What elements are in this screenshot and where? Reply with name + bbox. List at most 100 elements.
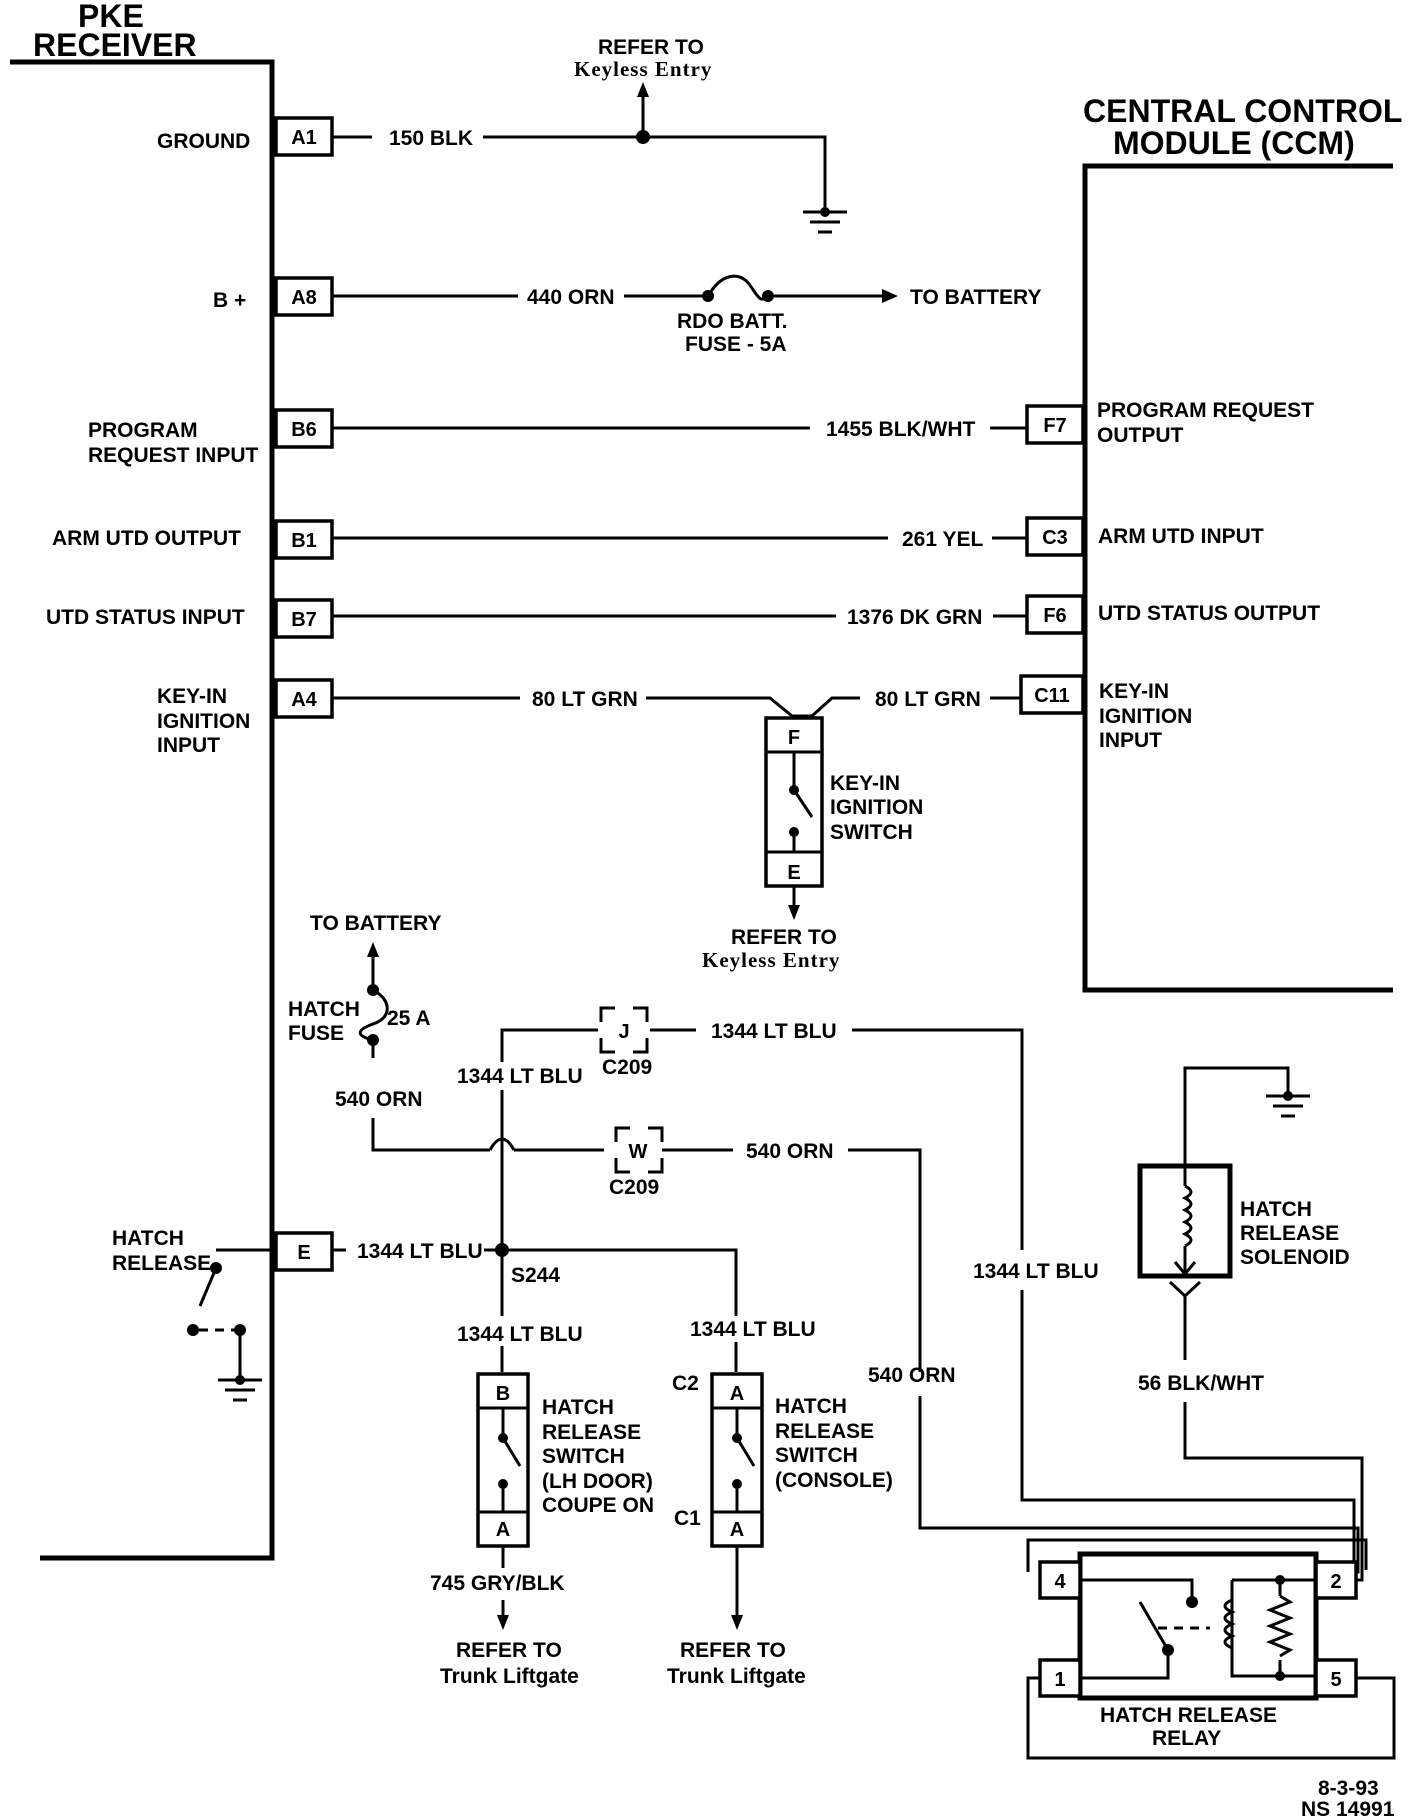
wire-1344-console-label: 1344 LT BLU xyxy=(690,1318,816,1341)
keyin-circuit: 80 LT GRN 80 LT GRN F E KEY-IN IGNITION … xyxy=(332,688,1021,972)
pke-program-label-1: PROGRAM xyxy=(88,419,198,442)
pin-f6: F6 xyxy=(1043,605,1066,627)
console-pin-a-bottom: A xyxy=(730,1519,744,1541)
wire-56-label: 56 BLK/WHT xyxy=(1138,1372,1264,1395)
pin-b1: B1 xyxy=(291,530,317,552)
arm-utd-circuit: 261 YEL xyxy=(332,528,1027,551)
ccm-program-label-1: PROGRAM REQUEST xyxy=(1097,399,1314,422)
console-c1-label: C1 xyxy=(674,1507,701,1530)
ccm-arm-label: ARM UTD INPUT xyxy=(1098,525,1264,548)
refer-trunk-2: REFER TO xyxy=(680,1639,786,1662)
console-switch-label-1: HATCH xyxy=(775,1395,847,1418)
refer-trunk-1: REFER TO xyxy=(456,1639,562,1662)
hatch-fuse-label-2: FUSE xyxy=(288,1022,344,1045)
relay-pin-4: 4 xyxy=(1054,1571,1066,1593)
keyin-pin-e: E xyxy=(787,862,800,884)
pke-hatch-label-1: HATCH xyxy=(112,1227,184,1250)
wire-745-label: 745 GRY/BLK xyxy=(430,1572,565,1595)
ccm-utd-label: UTD STATUS OUTPUT xyxy=(1098,602,1320,625)
pin-c11: C11 xyxy=(1034,685,1070,707)
console-switch-label-2: RELEASE xyxy=(775,1420,874,1443)
utd-status-circuit: 1376 DK GRN xyxy=(332,606,1027,629)
wire-261-label: 261 YEL xyxy=(902,528,984,551)
s244-label: S244 xyxy=(511,1264,560,1287)
lh-switch-label-5: COUPE ON xyxy=(542,1494,654,1517)
hatch-release-relay: 4 2 1 5 HATCH RELEASE RELAY xyxy=(1026,1538,1396,1760)
hatch-fuse-circuit: TO BATTERY HATCH FUSE 25 A 540 ORN W C20… xyxy=(288,912,1360,1574)
relay-pin-1: 1 xyxy=(1054,1669,1065,1691)
c209-j-label: C209 xyxy=(602,1056,652,1079)
pin-f7: F7 xyxy=(1043,415,1066,437)
wire-1455-label: 1455 BLK/WHT xyxy=(826,418,976,441)
relay-pin-2: 2 xyxy=(1330,1571,1341,1593)
ccm-keyin-label-3: INPUT xyxy=(1099,729,1162,752)
battery-circuit: 440 ORN TO BATTERY RDO BATT. FUSE - 5A xyxy=(332,274,1041,356)
lh-switch-label-4: (LH DOOR) xyxy=(542,1470,653,1493)
hatch-release-solenoid: HATCH RELEASE SOLENOID 56 BLK/WHT xyxy=(1137,1066,1364,1582)
ccm-keyin-label-1: KEY-IN xyxy=(1099,680,1169,703)
pin-a1: A1 xyxy=(291,127,317,149)
pke-title-line1: PKE xyxy=(78,0,144,34)
solenoid-label-3: SOLENOID xyxy=(1240,1246,1350,1269)
pke-program-label-2: REQUEST INPUT xyxy=(88,444,259,467)
lh-switch-label-2: RELEASE xyxy=(542,1421,641,1444)
conn-j-label: J xyxy=(618,1021,629,1043)
to-battery-2: TO BATTERY xyxy=(310,912,441,935)
solenoid-label-1: HATCH xyxy=(1240,1198,1312,1221)
pke-keyin-label-1: KEY-IN xyxy=(157,685,227,708)
relay-label-2: RELAY xyxy=(1152,1727,1221,1750)
refer-to-mid: REFER TO xyxy=(731,926,837,949)
keyless-entry-top: Keyless Entry xyxy=(574,57,712,81)
to-battery-1: TO BATTERY xyxy=(910,286,1041,309)
lh-switch-label-1: HATCH xyxy=(542,1396,614,1419)
trunk-liftgate-2: Trunk Liftgate xyxy=(667,1665,806,1688)
wire-1376-label: 1376 DK GRN xyxy=(847,606,982,629)
relay-label-1: HATCH RELEASE xyxy=(1100,1704,1277,1727)
lh-switch-label-3: SWITCH xyxy=(542,1445,625,1468)
pke-ground-label: GROUND xyxy=(157,130,250,153)
pke-pins: A1 A8 B6 B1 B7 A4 E xyxy=(274,116,334,1272)
wire-80-left-label: 80 LT GRN xyxy=(532,688,638,711)
refer-to-top: REFER TO xyxy=(598,36,704,59)
footer-date: 8-3-93 xyxy=(1318,1777,1379,1800)
pke-hatch-switch xyxy=(187,1248,276,1402)
ground-circuit: 150 BLK REFER TO Keyless Entry xyxy=(332,36,847,234)
program-request-circuit: 1455 BLK/WHT xyxy=(332,418,1027,441)
console-switch-label-4: (CONSOLE) xyxy=(775,1469,893,1492)
rdo-fuse-label-1: RDO BATT. xyxy=(677,310,787,333)
pke-keyin-label-3: INPUT xyxy=(157,734,220,757)
pke-arm-label: ARM UTD OUTPUT xyxy=(52,527,241,550)
trunk-liftgate-1: Trunk Liftgate xyxy=(440,1665,579,1688)
ccm-title-line2: MODULE (CCM) xyxy=(1113,125,1355,161)
console-pin-a-top: A xyxy=(730,1383,744,1405)
pin-b7: B7 xyxy=(291,609,317,631)
relay-pin-5: 5 xyxy=(1330,1669,1341,1691)
pin-b6: B6 xyxy=(291,419,317,441)
pin-a4: A4 xyxy=(291,689,317,711)
wire-1344-right-label: 1344 LT BLU xyxy=(973,1260,1099,1283)
keyless-entry-mid: Keyless Entry xyxy=(702,948,840,972)
pin-a8: A8 xyxy=(291,287,317,309)
keyin-pin-f: F xyxy=(788,727,800,749)
wire-440-label: 440 ORN xyxy=(527,286,615,309)
keyin-switch-label-2: IGNITION xyxy=(830,796,923,819)
keyin-switch-label-1: KEY-IN xyxy=(830,772,900,795)
wire-1344-j-label: 1344 LT BLU xyxy=(711,1020,837,1043)
pin-e: E xyxy=(297,1242,310,1264)
pke-hatch-label-2: RELEASE xyxy=(112,1252,211,1275)
wire-150-label: 150 BLK xyxy=(389,127,473,150)
fuse-25-label: 25 A xyxy=(387,1007,431,1030)
pin-c3: C3 xyxy=(1042,527,1068,549)
conn-w-label: W xyxy=(629,1141,648,1163)
pke-utd-label: UTD STATUS INPUT xyxy=(46,606,245,629)
c209-w-label: C209 xyxy=(609,1176,659,1199)
wire-540-top-label: 540 ORN xyxy=(335,1088,423,1111)
ccm-program-label-2: OUTPUT xyxy=(1097,424,1184,447)
ccm-title-line1: CENTRAL CONTROL xyxy=(1083,93,1402,129)
pke-bplus-label: B + xyxy=(213,289,246,312)
wire-1344-left-label: 1344 LT BLU xyxy=(457,1065,583,1088)
pke-title-line2: RECEIVER xyxy=(33,27,197,63)
lh-pin-a: A xyxy=(496,1519,510,1541)
lh-pin-b: B xyxy=(496,1383,510,1405)
